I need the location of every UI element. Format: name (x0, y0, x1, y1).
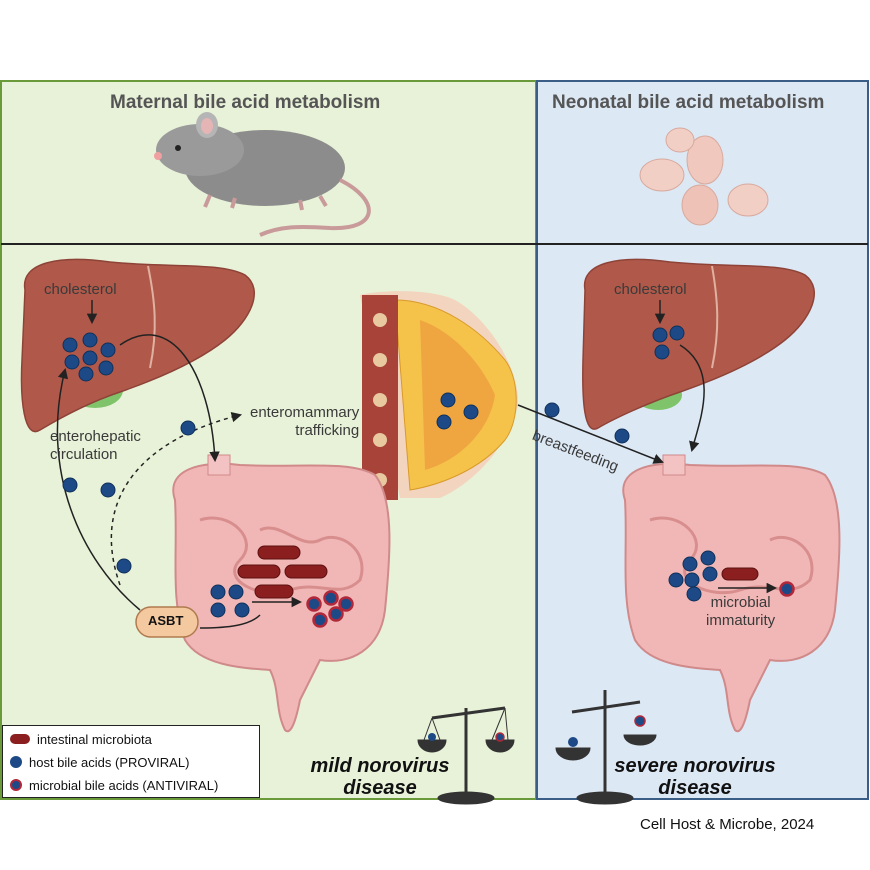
legend: intestinal microbiota host bile acids (P… (2, 725, 260, 798)
enteromammary-label: enteromammary trafficking (250, 404, 360, 439)
balance-scale-right (555, 690, 657, 805)
legend-item-host-bile-acids: host bile acids (PROVIRAL) (9, 752, 189, 772)
asbt-transporter (135, 606, 199, 638)
asbt-label: ASBT (148, 613, 184, 628)
breastfeeding-arrow (517, 404, 664, 464)
journal-credit: Cell Host & Microbe, 2024 (640, 816, 815, 833)
mild-disease-label: mild norovirus disease (310, 755, 450, 799)
breast-icon (360, 291, 519, 500)
liver-to-gut-arrow (119, 334, 220, 463)
neonatal-liver-icon (582, 258, 815, 430)
adult-mouse-icon (154, 112, 371, 237)
intestinal-microbiota (237, 545, 759, 599)
legend-item-microbiota: intestinal microbiota (9, 729, 152, 749)
neonatal-pups-icon (639, 127, 769, 226)
legend-item-microbial-bile-acids: microbial bile acids (ANTIVIRAL) (9, 775, 218, 795)
cholesterol-label-right: cholesterol (614, 281, 687, 298)
neonatal-liver-to-gut-arrow (679, 344, 705, 453)
blue-dot-icon (10, 756, 22, 768)
maternal-panel-title: Maternal bile acid metabolism (110, 92, 381, 113)
enterohepatic-arrow (56, 367, 141, 611)
bacteria-icon (10, 734, 30, 744)
legend-label: host bile acids (PROVIRAL) (29, 754, 190, 770)
host-bile-acids (62, 325, 718, 618)
cholesterol-label-left: cholesterol (44, 281, 117, 298)
neonatal-intestine-icon (622, 454, 841, 733)
severe-disease-label: severe norovirus disease (614, 755, 776, 799)
maternal-liver-icon (20, 258, 255, 433)
neonatal-panel-title: Neonatal bile acid metabolism (552, 92, 825, 113)
red-ring-dot-icon (10, 779, 22, 791)
asbt-arrow (199, 614, 261, 629)
legend-label: microbial bile acids (ANTIVIRAL) (29, 777, 219, 793)
legend-label: intestinal microbiota (37, 731, 152, 747)
balance-scale-left (417, 706, 515, 805)
microbial-immaturity-label: microbial immaturity (706, 594, 776, 629)
enterohepatic-label: enterohepatic circulation (50, 428, 141, 463)
enteromammary-arrow (110, 411, 243, 586)
microbial-bile-acids (306, 581, 795, 628)
